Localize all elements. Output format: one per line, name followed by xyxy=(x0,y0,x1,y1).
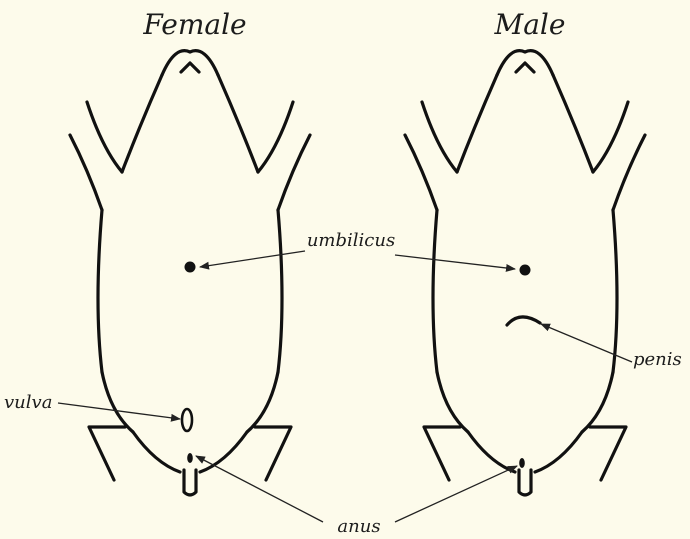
anus-label: anus xyxy=(337,516,380,537)
female-vulva-mark xyxy=(182,409,192,431)
umbilicus-arrow-left xyxy=(200,251,305,267)
female-title: Female xyxy=(142,8,246,41)
anus-arrow-right xyxy=(395,466,517,522)
vulva-label: vulva xyxy=(4,392,52,413)
male-penis-mark xyxy=(507,317,540,325)
umbilicus-label: umbilicus xyxy=(307,230,395,251)
penis-label: penis xyxy=(633,349,682,370)
penis-arrow xyxy=(541,324,632,362)
umbilicus-arrow-right xyxy=(395,255,515,269)
female-umbilicus-dot xyxy=(185,262,196,273)
male-title: Male xyxy=(494,8,566,41)
male-umbilicus-dot xyxy=(520,265,531,276)
female-anus-mark xyxy=(187,453,193,463)
male-anus-mark xyxy=(519,458,525,468)
anus-arrow-left xyxy=(196,456,323,522)
